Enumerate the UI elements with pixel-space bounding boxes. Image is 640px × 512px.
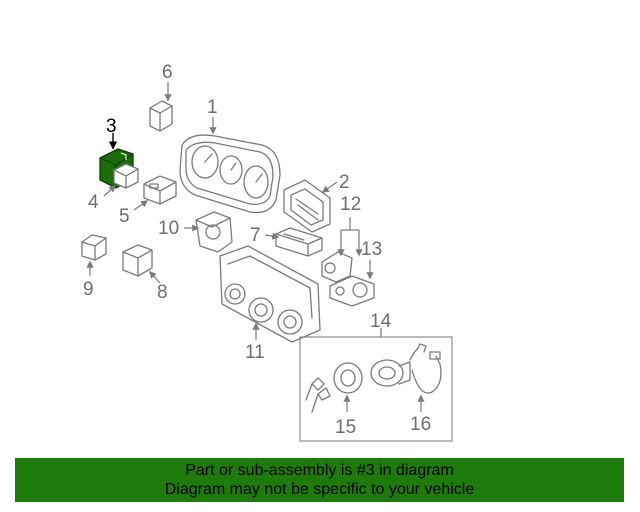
part-8-connector <box>122 244 161 284</box>
part-7-panel-switch <box>264 227 323 257</box>
callout-3: 3 <box>106 116 117 137</box>
part-5-switch <box>133 175 177 211</box>
part-9-cover <box>81 234 107 276</box>
banner-line-2: Diagram may not be specific to your vehi… <box>164 481 475 498</box>
callout-13: 13 <box>361 239 382 260</box>
callout-8: 8 <box>157 282 168 303</box>
callout-4: 4 <box>88 192 99 213</box>
part-14-ignition-kit-box <box>299 328 453 442</box>
callout-1: 1 <box>207 97 218 118</box>
part-4-switch-base <box>103 163 139 197</box>
part-12-13-lock-assembly <box>321 217 375 307</box>
callout-15: 15 <box>335 417 356 438</box>
callout-7: 7 <box>250 225 261 246</box>
part-10-switch-assembly <box>184 211 233 253</box>
part-6-relay <box>149 82 173 132</box>
callout-12: 12 <box>340 194 361 215</box>
callout-5: 5 <box>119 206 130 227</box>
callout-11: 11 <box>245 342 265 363</box>
callout-9: 9 <box>83 279 94 300</box>
callout-10: 10 <box>158 218 179 239</box>
part-info-banner: Part or sub-assembly is #3 in diagram Di… <box>15 458 624 502</box>
callout-16: 16 <box>410 414 431 435</box>
part-1-instrument-cluster <box>179 117 281 214</box>
banner-line-1: Part or sub-assembly is #3 in diagram <box>185 462 454 479</box>
callout-2: 2 <box>339 172 350 193</box>
callout-14: 14 <box>370 311 392 332</box>
part-2-air-vent <box>283 179 338 233</box>
part-11-climate-control-unit <box>219 245 321 343</box>
callout-labels: 6 1 3 2 4 12 5 10 7 13 9 8 14 11 15 16 <box>83 62 431 438</box>
callout-6: 6 <box>162 62 173 83</box>
